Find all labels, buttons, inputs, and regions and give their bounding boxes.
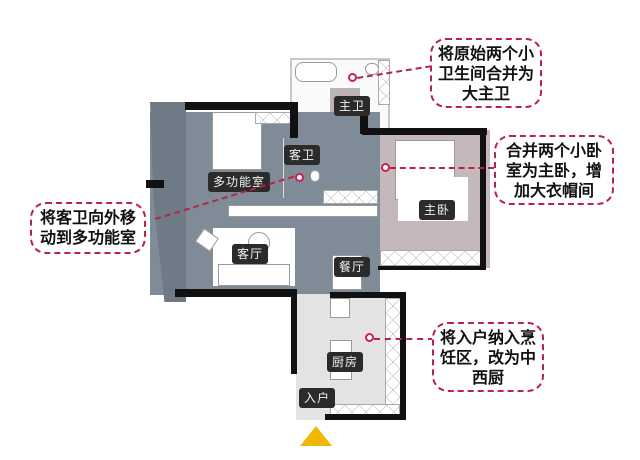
callout-text-line: 室为主卧，增 — [505, 161, 602, 180]
marker-kitchen — [365, 333, 374, 342]
room-label-dining-room: 餐厅 — [334, 257, 371, 277]
marker-master-bedroom — [381, 163, 390, 172]
callout-text-line: 大主卫 — [461, 84, 510, 103]
wall-kitchen-top — [330, 292, 405, 298]
room-label-guest-bathroom: 客卫 — [284, 145, 321, 165]
fridge — [330, 298, 350, 318]
wall-top-multi — [185, 102, 297, 110]
hall-cabinet — [323, 190, 378, 204]
multi-function-bed — [212, 112, 262, 170]
guest-toilet — [310, 170, 320, 182]
wall-living-bottom — [175, 289, 297, 297]
room-label-living-room: 客厅 — [232, 244, 269, 264]
wall-left-stub — [146, 180, 164, 188]
callout-master-bath: 将原始两个小 卫生间合并为 大主卫 — [430, 38, 542, 108]
leader-kitchen — [374, 338, 434, 340]
callout-text-line: 合并两个小卧 — [505, 141, 602, 160]
wall-kitchen-left — [291, 294, 297, 374]
partition-shelf — [228, 205, 378, 217]
callout-text-line: 卫生间合并为 — [438, 64, 535, 83]
bath-cabinet — [378, 60, 390, 105]
room-label-kitchen: 厨房 — [327, 352, 364, 372]
leader-master-bedroom — [390, 167, 494, 169]
bathtub — [295, 62, 337, 82]
callout-text-line: 将客卫向外移 — [39, 208, 136, 227]
callout-guest-bath: 将客卫向外移 动到多功能室 — [30, 202, 146, 254]
kitchen-counter-right — [385, 298, 401, 408]
room-label-master-bathroom: 主卫 — [334, 96, 371, 116]
room-label-master-bedroom: 主卧 — [419, 200, 456, 220]
callout-master-bedroom: 合并两个小卧 室为主卧，增 加大衣帽间 — [494, 135, 614, 205]
room-label-multi-function: 多功能室 — [208, 172, 271, 192]
wall-bedroom-bottom — [378, 266, 486, 270]
callout-kitchen: 将入户纳入烹 饪区，改为中 西厨 — [432, 322, 544, 392]
wall-kitchen-right — [400, 292, 406, 420]
wall-bedroom-right — [480, 128, 486, 268]
callout-text-line: 将入户纳入烹 — [440, 328, 537, 347]
room-label-entrance: 入户 — [299, 388, 336, 408]
callout-text-line: 将原始两个小 — [438, 44, 535, 63]
multi-function-cabinet — [255, 112, 293, 124]
marker-master-bath — [348, 73, 357, 82]
wall-guestbath-right — [290, 102, 298, 138]
callout-text-line: 饪区，改为中 — [440, 348, 537, 367]
entrance-arrow-icon — [300, 426, 332, 446]
callout-text-line: 动到多功能室 — [39, 228, 136, 247]
wardrobe-bottom — [380, 250, 485, 266]
callout-text-line: 西厨 — [471, 368, 504, 387]
wall-bedroom-top — [362, 128, 487, 135]
wall-bath-bottom — [360, 102, 368, 134]
marker-guest-bath — [295, 173, 304, 182]
wall-kitchen-bottom — [325, 414, 406, 420]
callout-text-line: 加大衣帽间 — [513, 181, 594, 200]
sofa — [218, 264, 290, 286]
